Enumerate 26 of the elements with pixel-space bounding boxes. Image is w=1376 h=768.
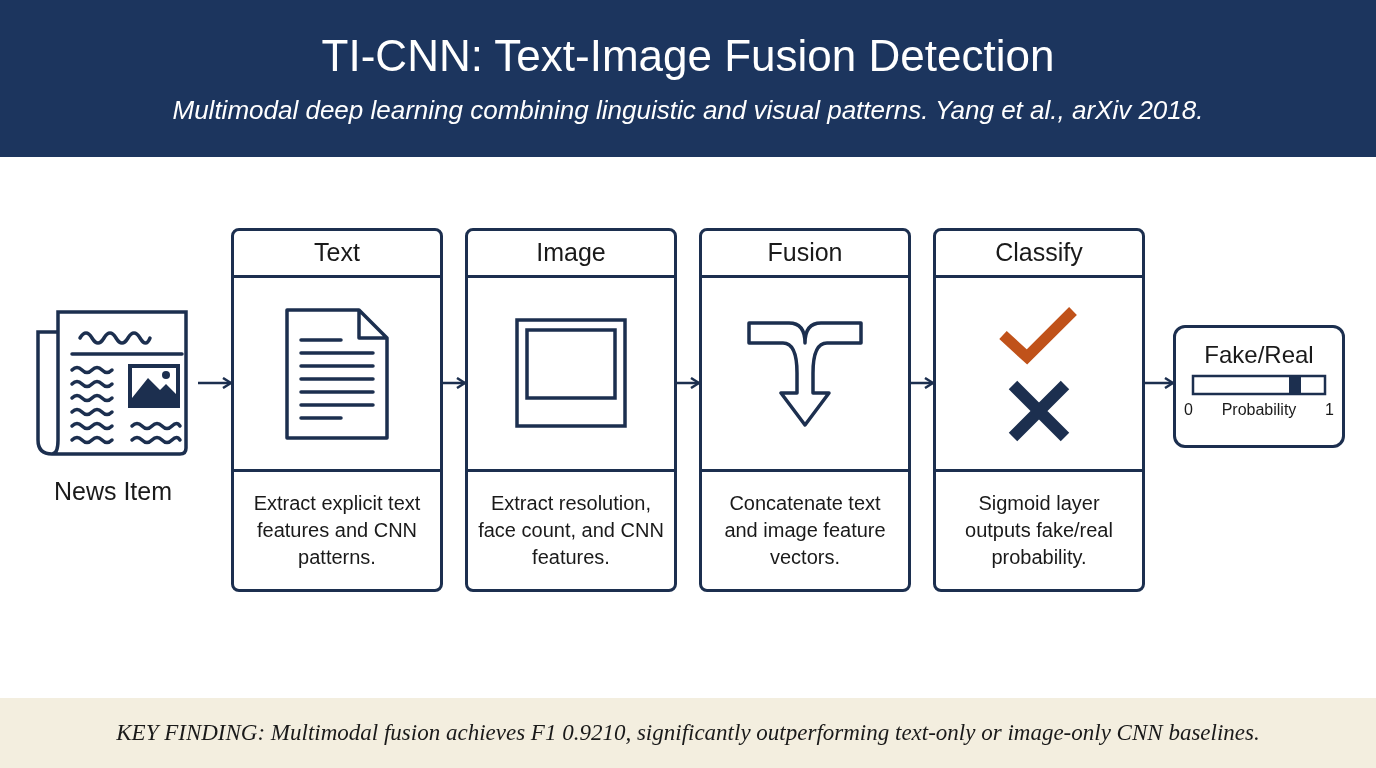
scale-label: Probability (1221, 400, 1297, 420)
arrow (1145, 376, 1175, 390)
result-card (1173, 325, 1345, 448)
title: TI-CNN: Text-Image Fusion Detection (321, 29, 1055, 82)
process-card (699, 228, 911, 592)
subtitle: Multimodal deep learning combining linguistic and visual patterns. Yang et al., arXiv 2018. (172, 93, 1204, 127)
process-card (933, 228, 1145, 592)
arrow (198, 376, 233, 390)
arrow (911, 376, 935, 390)
arrow (443, 376, 467, 390)
scale-label: 0 (1184, 400, 1193, 420)
process-card (465, 228, 677, 592)
card-heading: Text (314, 237, 360, 269)
card-heading: Classify (995, 237, 1083, 269)
node-label: News Item (53, 476, 173, 507)
arrow (677, 376, 701, 390)
card-heading: Image (536, 237, 606, 269)
card-description: Extract explicit text features and CNN patterns. (252, 491, 422, 570)
card-description: Concatenate text and image feature vectors. (723, 491, 887, 570)
card-heading: Fake/Real (1204, 340, 1314, 370)
card-heading: Fusion (767, 237, 843, 269)
scale-label: 1 (1325, 400, 1334, 420)
process-card (231, 228, 443, 592)
card-description: Sigmoid layer outputs fake/real probability. (964, 491, 1114, 570)
card-description: Extract resolution, face count, and CNN features. (477, 491, 665, 570)
key-finding-note: KEY FINDING: Multimodal fusion achieves F1 0.9210, significantly outperforming text-only or image-only CNN baselines. (116, 718, 1260, 747)
